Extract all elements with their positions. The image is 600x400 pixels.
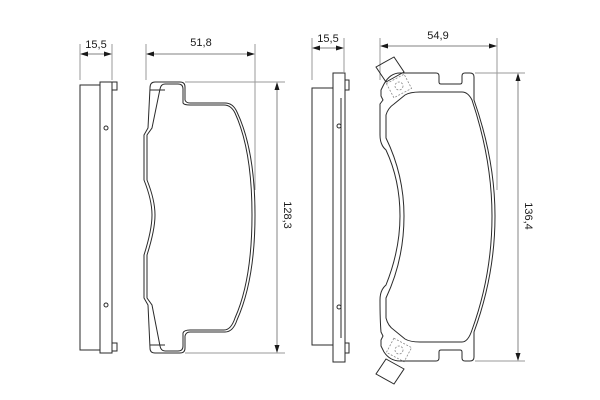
right-pad-height-label: 136,4: [522, 202, 534, 230]
right-pad-width-label: 54,9: [427, 30, 448, 42]
right-pad-side-view: 15,5: [311, 33, 350, 363]
left-pad-height-label: 128,3: [281, 201, 293, 229]
left-pad-thickness-label: 15,5: [85, 39, 106, 51]
left-pad-front-view: 51,8 128,3: [143, 37, 293, 354]
right-pad-front-view: 54,9 136,4: [375, 30, 534, 385]
left-pad-side-view: 15,5: [79, 39, 118, 354]
left-pad-width-label: 51,8: [190, 37, 211, 49]
right-pad-thickness-label: 15,5: [317, 33, 338, 45]
